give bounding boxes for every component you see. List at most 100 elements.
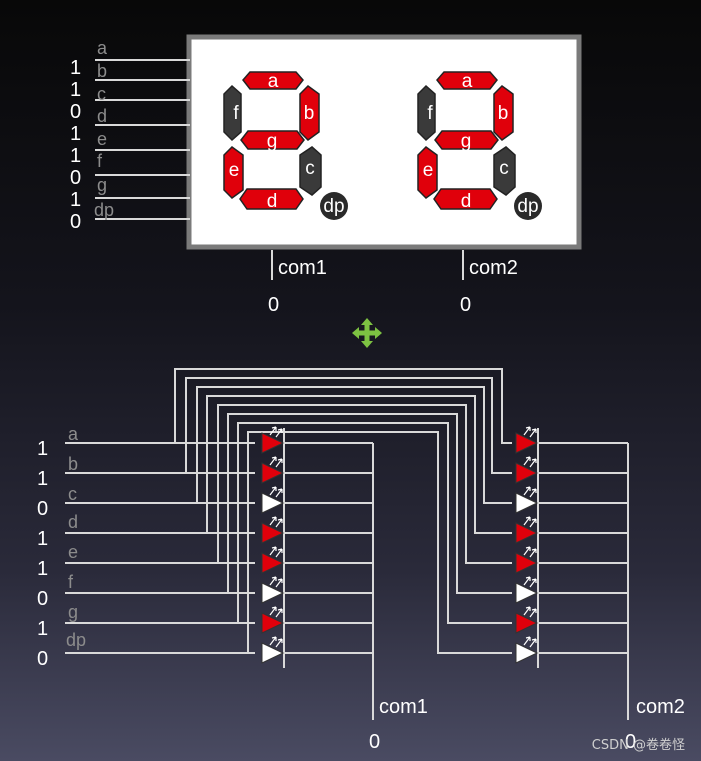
top-com1-value: 0	[268, 294, 279, 316]
bottom-com1-label: com1	[379, 696, 428, 718]
digit-1: a f b g e c d dp	[223, 71, 348, 220]
led-1-c	[261, 492, 285, 514]
led-2-b	[515, 462, 539, 484]
top-pin-f-label: f	[97, 151, 103, 171]
bottom-com1-value: 0	[369, 731, 380, 753]
led-2-b-emission	[523, 456, 537, 468]
led-1-e-emission	[269, 546, 283, 558]
led-2-dp	[515, 642, 539, 664]
bottom-pin-d-label: d	[68, 512, 78, 532]
led-2-d	[515, 522, 539, 544]
led-1-dp-emission	[269, 636, 283, 648]
bottom-pin-d-value: 1	[37, 528, 48, 550]
top-pin-dp-label: dp	[94, 200, 114, 220]
led-array	[261, 426, 539, 664]
digit1-segment-a	[242, 71, 304, 90]
led-2-d-emission	[523, 516, 537, 528]
digit2-segment-f-label: f	[427, 103, 433, 124]
digit2-segment-a	[436, 71, 498, 90]
digit1-segment-e	[223, 146, 244, 199]
digit1-segment-d	[239, 188, 304, 210]
top-pin-d-label: d	[97, 106, 107, 126]
bottom-pin-g-value: 1	[37, 618, 48, 640]
digit2-segment-dp	[514, 192, 542, 220]
bottom-pin-f-label: f	[68, 572, 74, 592]
led-1-d-emission	[269, 516, 283, 528]
digit2-segment-e	[417, 146, 438, 199]
bottom-com2-value: 0	[625, 731, 636, 753]
digit2-segment-c	[493, 146, 516, 196]
digit2-segment-b	[493, 85, 514, 141]
led-1-g-emission	[269, 606, 283, 618]
top-pin-g-value: 1	[70, 189, 81, 211]
digit2-segment-dp-label: dp	[517, 196, 538, 217]
top-com2-value: 0	[460, 294, 471, 316]
top-pin-g-label: g	[97, 175, 107, 195]
top-pin-c-value: 0	[70, 101, 81, 123]
top-input-wires	[95, 59, 190, 220]
bottom-pin-f-value: 0	[37, 588, 48, 610]
bottom-pin-dp-value: 0	[37, 648, 48, 670]
digit2-segment-c-label: c	[499, 158, 509, 179]
digit2-segment-d	[433, 188, 498, 210]
led-2-c	[515, 492, 539, 514]
digit1-segment-g-label: g	[267, 131, 278, 152]
led-2-a	[515, 432, 539, 454]
led-1-f	[261, 582, 285, 604]
led-1-f-emission	[269, 576, 283, 588]
digit1-segment-dp	[320, 192, 348, 220]
bottom-pin-b-label: b	[68, 454, 78, 474]
led-2-c-emission	[523, 486, 537, 498]
led-1-d	[261, 522, 285, 544]
digit1-segment-b-label: b	[304, 103, 315, 124]
top-pin-dp-value: 0	[70, 211, 81, 233]
top-pin-e-value: 1	[70, 145, 81, 167]
led-1-e	[261, 552, 285, 574]
watermark: CSDN @卷卷怪	[591, 738, 685, 753]
digit2-segment-g	[434, 130, 499, 150]
digit2-segment-a-label: a	[462, 71, 473, 92]
digit1-segment-a-label: a	[268, 71, 279, 92]
led-2-g	[515, 612, 539, 634]
bottom-pin-e-label: e	[68, 542, 78, 562]
led-2-e-emission	[523, 546, 537, 558]
digit1-segment-d-label: d	[267, 191, 278, 212]
digit2-segment-d-label: d	[461, 191, 472, 212]
led-2-f	[515, 582, 539, 604]
top-com1-label: com1	[278, 257, 327, 279]
bottom-pin-dp-label: dp	[66, 630, 86, 650]
move-icon[interactable]	[352, 318, 382, 348]
bottom-pin-c-label: c	[68, 484, 77, 504]
digit1-segment-c	[299, 146, 322, 196]
led-1-dp	[261, 642, 285, 664]
led-1-b	[261, 462, 285, 484]
led-1-b-emission	[269, 456, 283, 468]
digit2-segment-b-label: b	[498, 103, 509, 124]
bottom-wiring	[65, 368, 629, 720]
top-pin-c-label: c	[97, 84, 106, 104]
top-pin-d-value: 1	[70, 123, 81, 145]
led-2-f-emission	[523, 576, 537, 588]
bottom-pin-c-value: 0	[37, 498, 48, 520]
top-pin-f-value: 0	[70, 167, 81, 189]
bottom-pin-g-label: g	[68, 602, 78, 622]
digit1-segment-b	[299, 85, 320, 141]
led-2-g-emission	[523, 606, 537, 618]
top-com2-label: com2	[469, 257, 518, 279]
led-2-dp-emission	[523, 636, 537, 648]
digit1-segment-f-label: f	[233, 103, 239, 124]
bottom-pin-e-value: 1	[37, 558, 48, 580]
digit1-segment-g	[240, 130, 305, 150]
digit-2: a f b g e c d dp	[417, 71, 542, 220]
digit1-segment-f	[223, 84, 242, 142]
top-pin-a-value: 1	[70, 57, 81, 79]
led-2-e	[515, 552, 539, 574]
top-pin-e-label: e	[97, 129, 107, 149]
bottom-pin-a-value: 1	[37, 438, 48, 460]
top-pin-b-label: b	[97, 61, 107, 81]
top-pin-b-value: 1	[70, 79, 81, 101]
digit1-segment-dp-label: dp	[323, 196, 344, 217]
digit2-segment-g-label: g	[461, 131, 472, 152]
digit1-segment-c-label: c	[305, 158, 315, 179]
